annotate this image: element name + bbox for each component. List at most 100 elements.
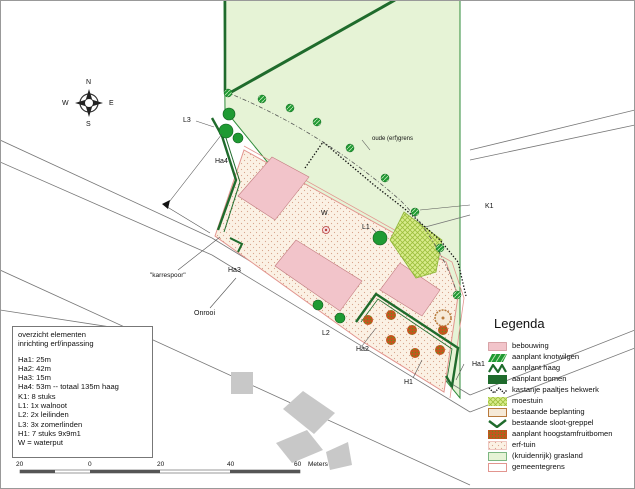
label-ha4: Ha4: [215, 158, 228, 165]
hedge-ha4-inner: [223, 137, 241, 233]
willow-swatch-icon: [488, 353, 507, 363]
legend-item-ditch: bestaande sloot-greppel: [488, 418, 630, 429]
boundary-swatch-icon: [488, 463, 507, 472]
label-h1: H1: [404, 379, 413, 386]
trees-swatch-icon: [488, 375, 507, 384]
fence-swatch-icon: [488, 386, 508, 395]
trees-l3: [218, 107, 244, 144]
label-oude-grens: oude (erf)grens: [372, 136, 414, 142]
hedge-ha2-inner: [360, 298, 453, 380]
legend-item-yard: erf-tuin: [488, 440, 630, 451]
label-l3: L3: [183, 117, 191, 124]
legend-label: bestaande beplanting: [512, 407, 585, 416]
leader-lines: [163, 120, 471, 381]
building-east: [379, 262, 441, 317]
legend-label: kastanje paaltjes hekwerk: [512, 385, 599, 394]
info-ha4: Ha4: 53m -- totaal 135m haag: [18, 382, 119, 392]
info-ha3: Ha3: 15m: [18, 373, 51, 383]
legend-label: aanplant haag: [512, 363, 561, 372]
scale-bar: 20 0 20 40 60 Meters: [12, 461, 330, 483]
info-ha2: Ha2: 42m: [18, 363, 51, 373]
legend-item-existing: bestaande beplanting: [488, 407, 630, 418]
scale-tick-2: 0: [88, 461, 92, 468]
info-l1: L1: 1x walnoot: [18, 401, 67, 411]
overview-elements-box: overzicht elementen inrichting erf/inpas…: [12, 326, 153, 458]
info-h1: H1: 7 stuks 9x9m1: [18, 428, 81, 438]
hedge-ha3: [229, 237, 244, 253]
compass-n-label: N: [86, 79, 92, 86]
legend-label: (kruidenrijk) grasland: [512, 451, 583, 460]
info-k1: K1: 8 stuks: [18, 391, 56, 401]
old-boundary-line: [225, 91, 459, 297]
legend-item-willow: aanplant knotwilgen: [488, 352, 630, 363]
legend-label: moestuin: [512, 396, 543, 405]
trees-l2: [312, 299, 346, 324]
legend-item-fruit: aanplant hoogstamfruitbomen: [488, 429, 630, 440]
scale-tick-1: 20: [16, 461, 24, 468]
scalebar-graphic: [19, 469, 301, 474]
vegetable-garden: [389, 211, 443, 279]
legend-item-grass: (kruidenrijk) grasland: [488, 451, 630, 462]
compass-e-label: E: [109, 100, 114, 107]
parcel-2: [283, 391, 335, 434]
compass-s-label: S: [86, 121, 91, 128]
label-l2: L2: [322, 330, 330, 337]
legend-item-building: bebouwing: [488, 341, 630, 352]
legend-label: erf-tuin: [512, 440, 536, 449]
scale-unit: Meters: [308, 461, 328, 468]
label-w: W: [321, 210, 328, 217]
water-well-center: [324, 228, 328, 232]
yard-swatch-icon: [488, 441, 507, 450]
label-ha2: Ha2: [356, 346, 369, 353]
label-ha3: Ha3: [228, 267, 241, 274]
compass-rose: [75, 89, 103, 117]
scale-tick-4: 40: [227, 461, 235, 468]
chestnut-fence: [304, 141, 467, 297]
legend-item-hedge: aanplant haag: [488, 362, 630, 375]
hedge-ha2: [355, 292, 460, 390]
info-title-1: overzicht elementen: [18, 330, 86, 339]
existing-ditch-diagonal: [225, 0, 396, 97]
info-l2: L2: 2x leilinden: [18, 410, 69, 420]
existing-swatch-icon: [488, 408, 507, 417]
legend-label: aanplant bomen: [512, 374, 567, 383]
info-w: W = waterput: [18, 438, 63, 448]
legend-title: Legenda: [494, 316, 545, 331]
scale-tick-5: 60: [294, 461, 302, 468]
hedge-swatch-icon: [488, 362, 507, 375]
legend-label: bestaande sloot-greppel: [512, 418, 594, 427]
legend-label: gemeentegrens: [512, 462, 565, 471]
willow-row-k1: [223, 88, 462, 300]
scale-tick-3: 20: [157, 461, 165, 468]
legend-label: aanplant hoogstamfruitbomen: [512, 429, 613, 438]
fruit-swatch-icon: [488, 430, 507, 439]
label-onrooi: Onrooi: [194, 310, 216, 317]
ditch-swatch-icon: [488, 419, 507, 429]
tree-l1: [372, 230, 388, 246]
grass-swatch-icon: [488, 452, 507, 461]
info-title-2: inrichting erf/inpassing: [18, 339, 94, 349]
info-ha1: Ha1: 25m: [18, 354, 51, 364]
legend-item-boundary: gemeentegrens: [488, 462, 630, 473]
building-central: [274, 239, 363, 312]
parcel-1: [231, 372, 253, 394]
pointer-triangle: [162, 200, 170, 209]
legend-label: bebouwing: [512, 341, 549, 350]
hedge-ha4: [210, 117, 238, 231]
legend-item-fence: kastanje paaltjes hekwerk: [488, 385, 630, 396]
building-west: [237, 156, 310, 221]
label-ha1: Ha1: [472, 361, 485, 368]
parcel-4: [326, 442, 352, 470]
label-l1: L1: [362, 224, 370, 231]
label-k1: K1: [485, 203, 494, 210]
existing-tree-center: [441, 316, 445, 320]
legend-item-vegetable: moestuin: [488, 396, 630, 407]
compass-w-label: W: [62, 100, 69, 107]
parcel-3: [276, 430, 323, 463]
vegetable-swatch-icon: [488, 397, 507, 406]
building-swatch-icon: [488, 342, 507, 351]
